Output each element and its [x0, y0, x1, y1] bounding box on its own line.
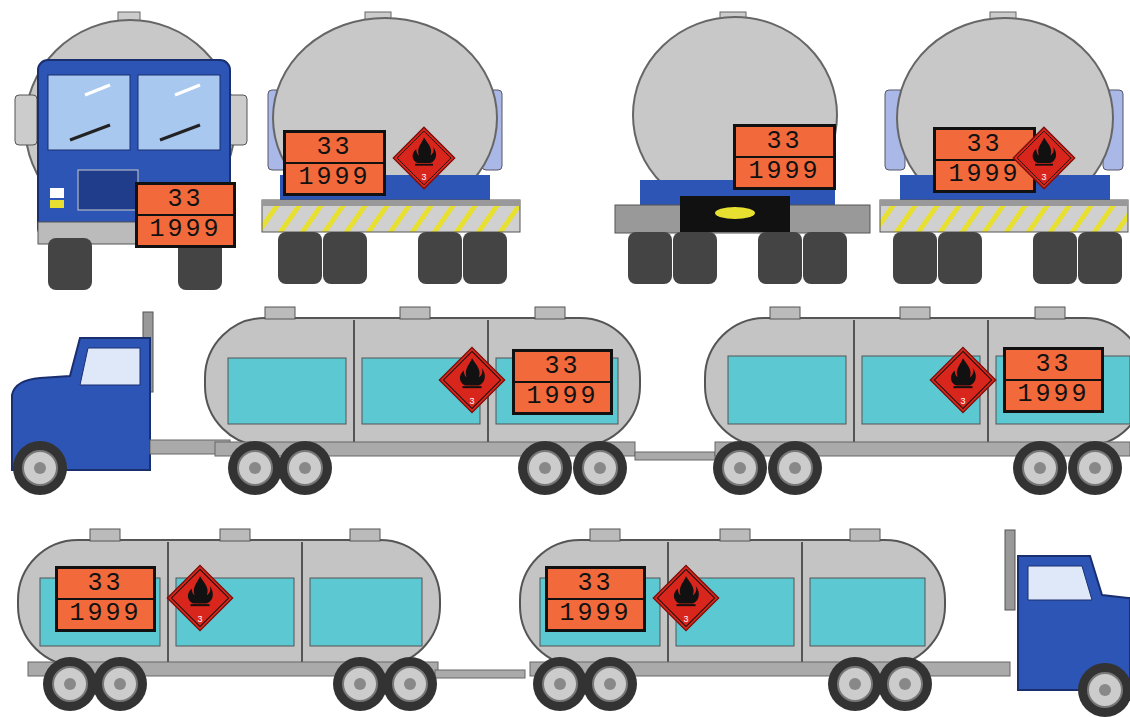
hazard-number: 33 — [286, 134, 383, 164]
un-number: 1999 — [1006, 381, 1101, 409]
class-number: 3 — [929, 396, 997, 406]
class-number: 3 — [1012, 172, 1076, 182]
un-number: 1999 — [736, 158, 833, 186]
hazard-placard: 331999 — [135, 182, 236, 248]
hazard-number: 33 — [58, 570, 153, 600]
hazard-number: 33 — [736, 128, 833, 158]
hazard-placard: 331999 — [545, 566, 646, 632]
hazard-label: 3 — [929, 346, 997, 414]
class-number: 3 — [166, 614, 234, 624]
class-number: 3 — [438, 396, 506, 406]
hazard-label: 3 — [166, 564, 234, 632]
hazard-label: 3 — [1012, 126, 1076, 190]
class-number: 3 — [392, 172, 456, 182]
hazard-placard: 331999 — [283, 130, 386, 196]
un-number: 1999 — [936, 161, 1033, 189]
hazard-label: 3 — [392, 126, 456, 190]
un-number: 1999 — [515, 383, 610, 411]
hazard-label: 3 — [652, 564, 720, 632]
hazard-placard: 331999 — [512, 349, 613, 415]
class-number: 3 — [652, 614, 720, 624]
hazard-placard: 331999 — [733, 124, 836, 190]
hazard-number: 33 — [548, 570, 643, 600]
un-number: 1999 — [58, 600, 153, 628]
hazard-placard: 331999 — [1003, 347, 1104, 413]
hazard-number: 33 — [138, 186, 233, 216]
hazard-placard: 331999 — [55, 566, 156, 632]
un-number: 1999 — [286, 164, 383, 192]
hazard-number: 33 — [1006, 351, 1101, 381]
hazard-label: 3 — [438, 346, 506, 414]
un-number: 1999 — [138, 216, 233, 244]
un-number: 1999 — [548, 600, 643, 628]
hazard-number: 33 — [515, 353, 610, 383]
